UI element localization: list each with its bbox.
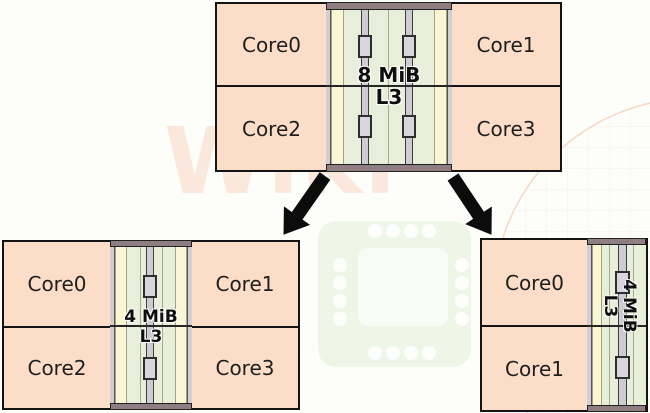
bus-connector [615,356,630,379]
cache-level-value: L3 [139,327,163,347]
core-label: Core3 [215,356,275,380]
cache-divider [388,2,389,172]
core-block: Core0 [2,240,112,328]
core-block: Core0 [480,238,589,327]
core-block: Core1 [480,325,589,412]
cache-edge-cap [587,405,646,412]
bus-connector [143,357,157,380]
cache-edge-cap [326,2,452,10]
cache-level-value: L3 [600,294,620,318]
core-label: Core1 [215,272,275,296]
core-block: Core1 [190,240,300,328]
chip-pin-dots [333,224,469,360]
bus-connector [143,275,157,298]
core-label: Core2 [241,116,301,141]
core-block: Core0 [215,2,328,87]
cache-size-label: 8 MiB L3 [320,64,458,108]
cache-tag-stripe [331,2,344,172]
core-block: Core3 [190,326,300,410]
cache-bus-line [405,2,413,172]
core-label: Core3 [476,116,536,141]
bus-connector [402,115,416,138]
row-divider-line [110,325,192,327]
bus-connector [358,35,372,58]
l3-cache-block: 8 MiB L3 [326,2,452,172]
row-divider-line [326,85,452,87]
cache-size-value: 4 MiB [124,307,178,327]
cache-edge-cap [110,403,192,410]
bus-connector [615,271,630,294]
bus-connector [358,115,372,138]
bus-connector [402,35,416,58]
row-divider-line [587,325,646,327]
core-label: Core0 [241,32,301,57]
cache-edge-bar [447,2,452,172]
cache-tag-stripe [434,2,447,172]
cache-bus-line [361,2,369,172]
l3-cache-block: 4 MiB L3 [587,238,648,412]
core-label: Core0 [27,272,87,296]
core-block: Core2 [2,326,112,410]
cache-edge-cap [587,238,646,245]
cache-edge-cap [326,164,452,172]
cache-edge-cap [110,240,192,247]
l3-cache-block: 4 MiB L3 [110,240,192,410]
core-block: Core3 [450,85,562,172]
cache-size-label: 4 MiB L3 [104,307,198,347]
cache-level-value: L3 [375,85,403,109]
cache-size-label: 4 MiB L3 [600,266,639,346]
cache-size-value: 4 MiB [619,279,639,333]
chip-inner-watermark [358,248,448,326]
cache-size-value: 8 MiB [357,63,421,87]
core-label: Core0 [504,270,564,295]
core-label: Core2 [27,356,87,380]
cache-edge-bar [326,2,331,172]
core-label: Core1 [504,356,564,381]
core-label: Core1 [476,32,536,57]
